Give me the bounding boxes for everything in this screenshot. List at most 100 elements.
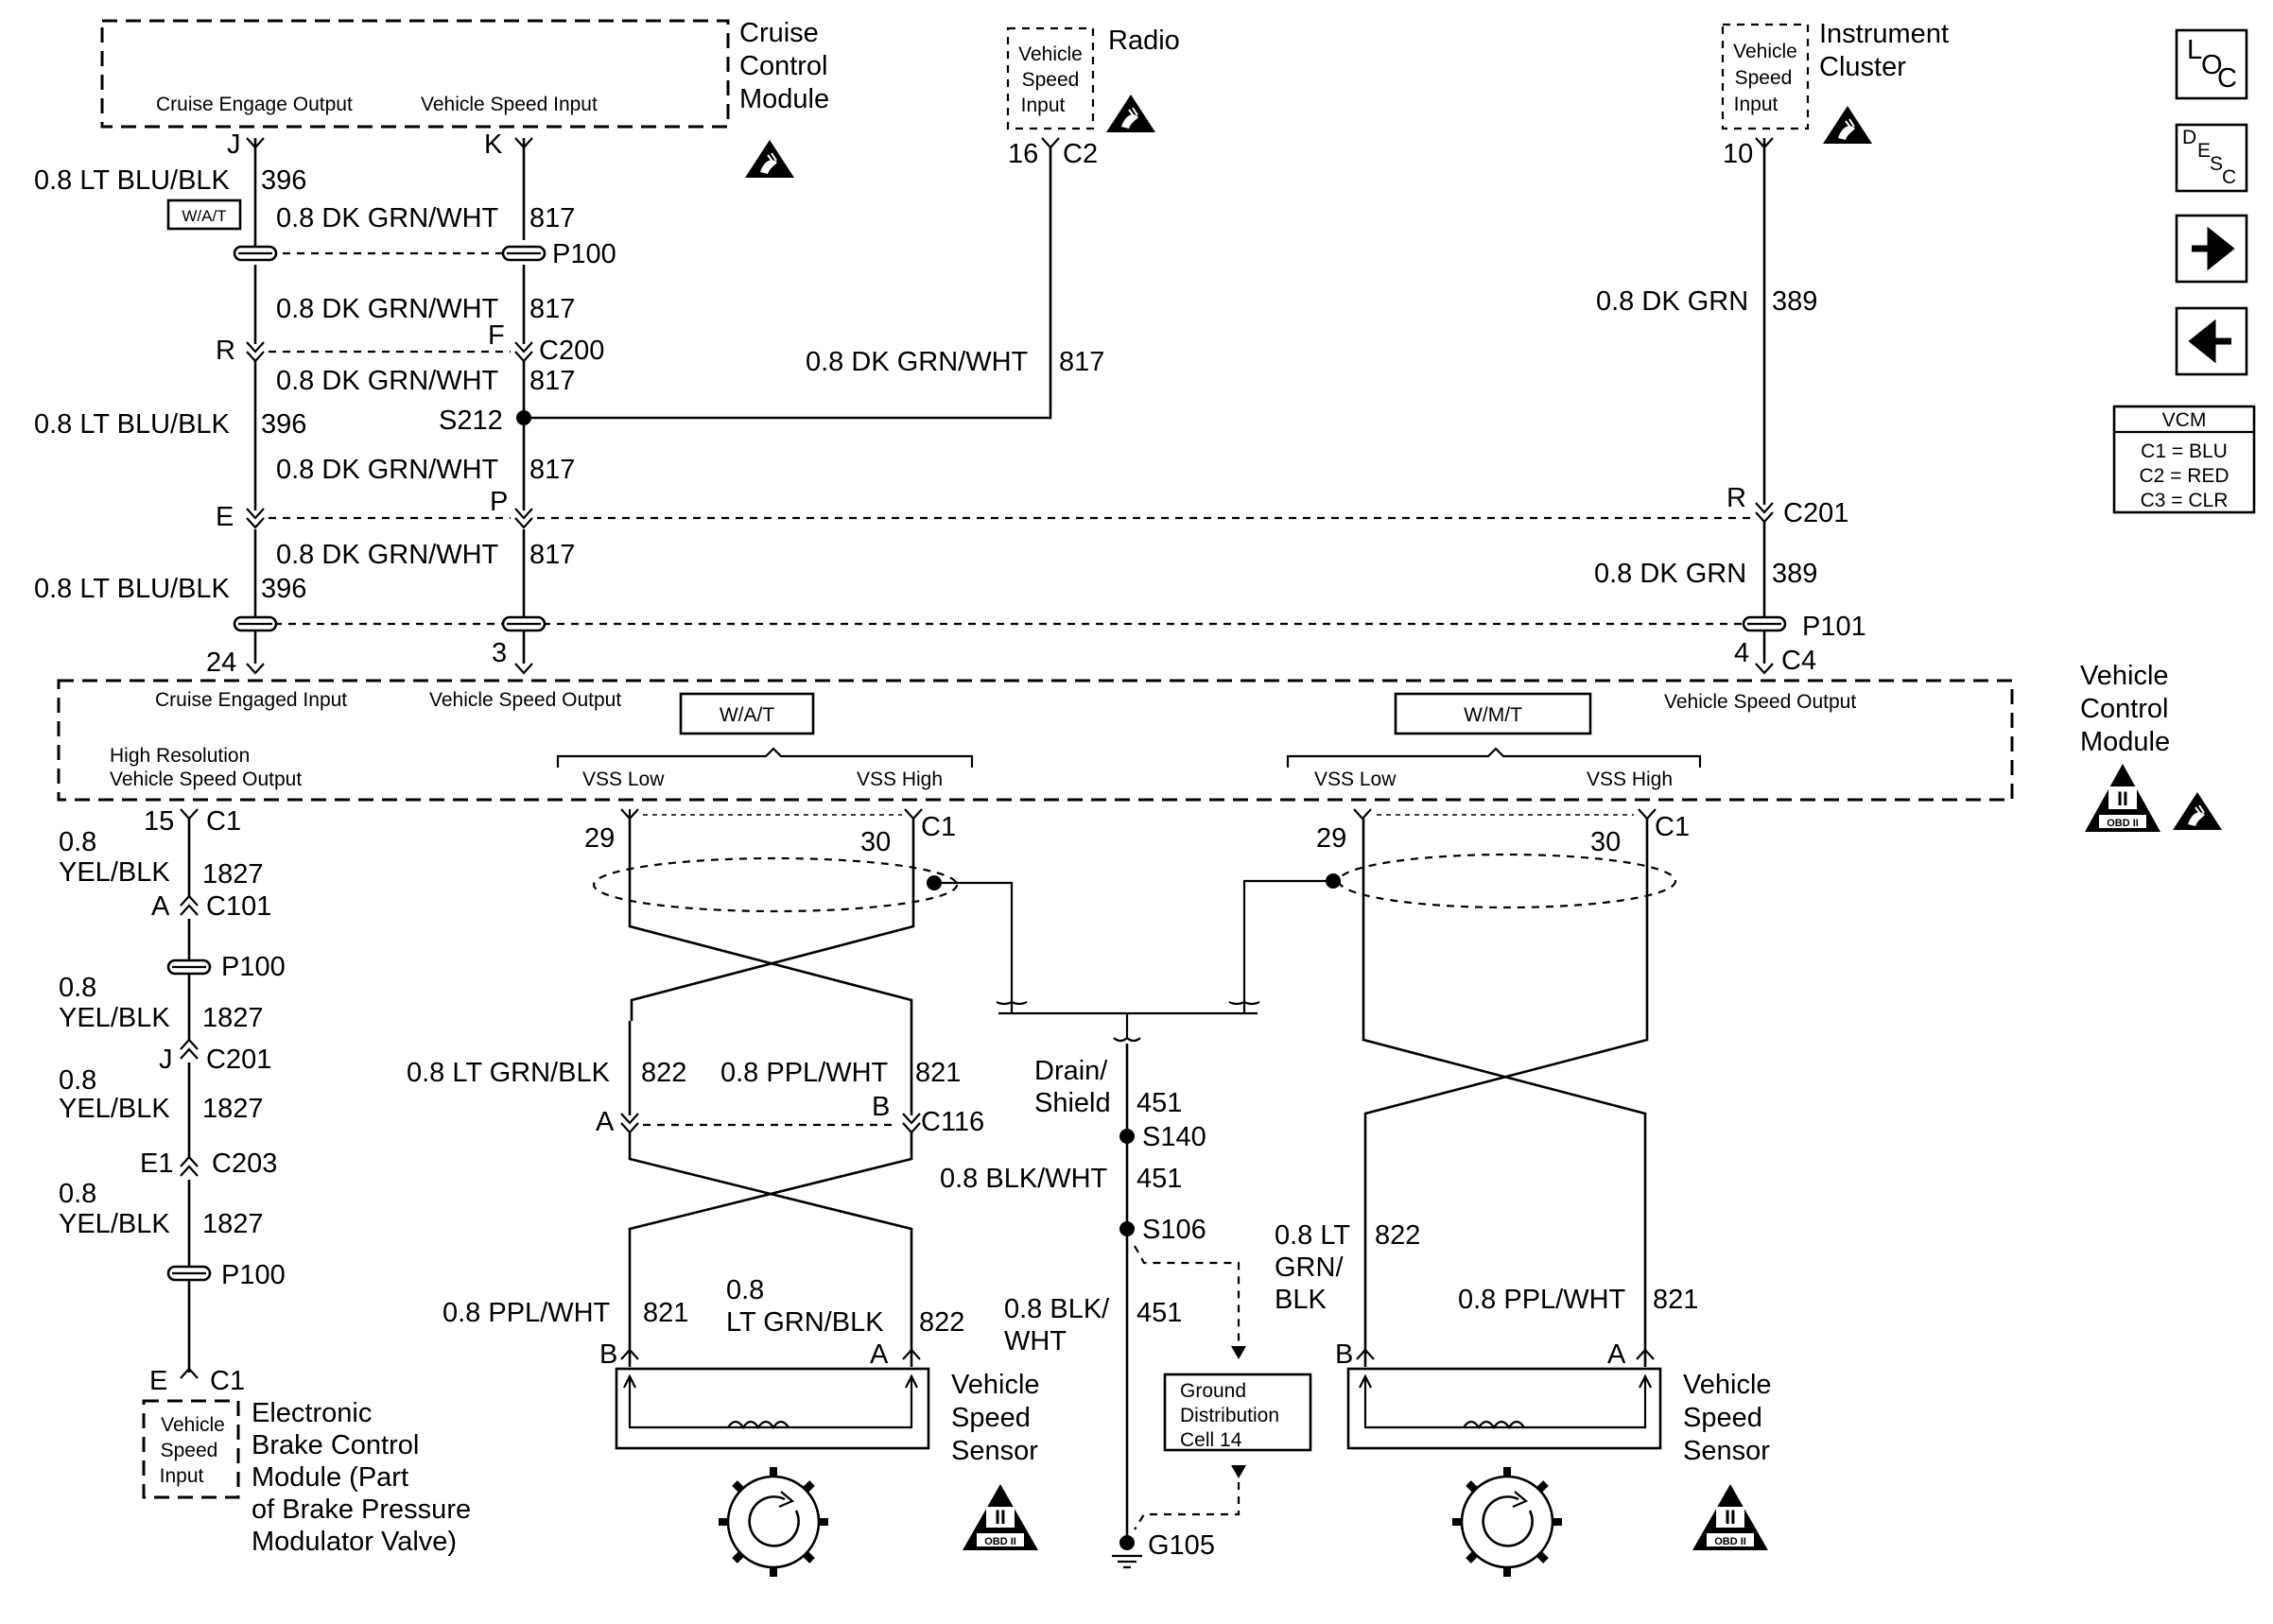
- passthrough-grommets: P100: [233, 239, 1787, 632]
- next-page-button[interactable]: [2175, 214, 2248, 284]
- splice-label: S212: [439, 406, 503, 436]
- circuit-number: 822: [1375, 1220, 1420, 1251]
- wire-color-label: 0.8: [59, 973, 96, 1003]
- pin-number: 3: [492, 638, 507, 668]
- pin-label: Vehicle Speed Output: [110, 769, 302, 790]
- vehicle-speed-sensor-wmt: Vehicle Speed Sensor II OBD II: [1346, 1367, 1772, 1577]
- module-name: Module: [739, 84, 829, 114]
- pin-label: Vehicle Speed Output: [1664, 691, 1856, 713]
- grommet-p101-a: [233, 615, 278, 632]
- desc-letter: S: [2210, 153, 2223, 175]
- module-name: Electronic: [252, 1398, 372, 1428]
- ground-label: G105: [1148, 1530, 1215, 1561]
- connector-label: C201: [206, 1045, 271, 1075]
- ground-distribution-cell: [1163, 1373, 1312, 1452]
- pin-label: High Resolution: [110, 745, 250, 767]
- wire-color-label: YEL/BLK: [59, 857, 170, 888]
- circuit-number: 817: [529, 455, 575, 485]
- circuit-number: 396: [261, 165, 306, 196]
- pin-label: A: [870, 1339, 889, 1370]
- component-name: Speed: [951, 1403, 1031, 1433]
- obd-ii-badge: II OBD II: [963, 1484, 1038, 1550]
- pin-label: Input: [160, 1465, 204, 1487]
- connector-label: C1: [921, 812, 956, 842]
- circuit-number: 1827: [202, 1003, 264, 1033]
- pin-label: Vehicle: [1018, 43, 1083, 65]
- module-name: Control: [739, 51, 828, 81]
- wire-color-label: 0.8 DK GRN/WHT: [276, 294, 499, 324]
- circuit-number: 821: [915, 1058, 961, 1088]
- pin-number: 29: [1316, 823, 1346, 854]
- circuit-number: 1827: [202, 859, 264, 890]
- ground-dist-label: Ground: [1180, 1380, 1246, 1402]
- desc-button[interactable]: D E S C: [2175, 123, 2248, 193]
- pin-label: VSS Low: [582, 769, 665, 790]
- wire-color-label: 0.8 LT BLU/BLK: [34, 165, 231, 196]
- component-name: Sensor: [951, 1436, 1038, 1466]
- wire-color-label: YEL/BLK: [59, 1003, 170, 1033]
- grommet-p100-a: [233, 245, 278, 262]
- splice-label: S106: [1142, 1215, 1206, 1245]
- pin-label: VSS Low: [1314, 769, 1397, 790]
- wire-color-label: 0.8 DK GRN/WHT: [276, 455, 499, 485]
- radio-module: Vehicle Speed Input Radio: [1006, 26, 1180, 133]
- wire-color-label: Drain/: [1034, 1056, 1108, 1086]
- ground-dist-label: Cell 14: [1180, 1429, 1242, 1451]
- wmt-label: W/M/T: [1464, 704, 1522, 726]
- connector-label: C200: [539, 336, 604, 366]
- reluctor-wheel-icon: [719, 1467, 828, 1577]
- obd-text: OBD II: [2107, 818, 2139, 829]
- pin-number: 29: [584, 823, 615, 854]
- pin-label: Input: [1734, 94, 1778, 115]
- wire-color-label: 0.8 DK GRN/WHT: [806, 347, 1029, 377]
- pin-number: 15: [144, 806, 174, 837]
- pin-label: Speed: [1022, 69, 1080, 91]
- pin-label-cruise-engage-output: Cruise Engage Output: [156, 94, 353, 115]
- module-name: Brake Control: [252, 1430, 419, 1460]
- pin-label: J: [159, 1045, 173, 1075]
- esd-sensitive-icon: [1822, 105, 1873, 145]
- esd-sensitive-icon: [744, 139, 795, 179]
- wat-vss-twisted-pair: 29 30 C1 0.8 LT GRN/BLK 822 0.8 PPL/WHT …: [407, 808, 1028, 1370]
- circuit-number: 821: [643, 1298, 688, 1328]
- pin-label: B: [872, 1092, 890, 1122]
- pin-label: K: [484, 130, 503, 160]
- wire-color-label: 0.8 DK GRN: [1594, 559, 1746, 589]
- circuit-817: K 0.8 DK GRN/WHT 817 0.8 DK GRN/WHT 817 …: [276, 130, 604, 675]
- circuit-396: J 0.8 LT BLU/BLK 396 W/A/T R 0.8 LT BLU/…: [34, 130, 306, 678]
- pin-label: Cruise Engaged Input: [155, 689, 347, 711]
- circuit-1827: 15 C1 0.8 YEL/BLK 1827 A C101 P100 0.8 Y…: [59, 806, 286, 1396]
- pin-number: 24: [206, 648, 236, 678]
- connector-label: C201: [1783, 498, 1848, 528]
- circuit-number: 1827: [202, 1094, 264, 1124]
- pin-label: A: [151, 891, 170, 922]
- wire-color-label: 0.8: [59, 827, 96, 857]
- module-name: Module (Part: [252, 1462, 408, 1493]
- component-name: Sensor: [1683, 1436, 1770, 1466]
- wire-color-label: 0.8: [726, 1275, 764, 1305]
- splice-dot: [1119, 1221, 1135, 1236]
- module-name: Control: [2080, 694, 2169, 724]
- obd-ii-badge: II OBD II: [2085, 764, 2160, 832]
- module-name: Radio: [1108, 26, 1180, 56]
- wire-color-label: 0.8 BLK/: [1004, 1294, 1110, 1324]
- connector-label: C2: [1063, 139, 1098, 169]
- module-name: of Brake Pressure: [252, 1494, 471, 1525]
- instrument-cluster-module: Vehicle Speed Input Instrument Cluster: [1721, 19, 1949, 145]
- circuit-number: 1827: [202, 1209, 264, 1239]
- module-name: Cruise: [739, 18, 819, 48]
- desc-letter: D: [2182, 127, 2196, 148]
- pin-label: J: [227, 130, 241, 160]
- wat-box: [679, 692, 815, 735]
- obd-roman: II: [1725, 1507, 1736, 1529]
- desc-letter: C: [2222, 166, 2236, 188]
- pin-label: Vehicle: [1733, 41, 1797, 62]
- ground-dist-label: Distribution: [1180, 1405, 1279, 1426]
- vehicle-speed-sensor-wat: Vehicle Speed Sensor II OBD II: [615, 1367, 1040, 1577]
- prev-page-button[interactable]: [2175, 306, 2248, 376]
- loc-button[interactable]: L O C: [2175, 28, 2248, 100]
- circuit-number: 817: [1059, 347, 1104, 377]
- wire-color-label: 0.8 PPL/WHT: [1458, 1285, 1626, 1315]
- circuit-number: 396: [261, 574, 306, 604]
